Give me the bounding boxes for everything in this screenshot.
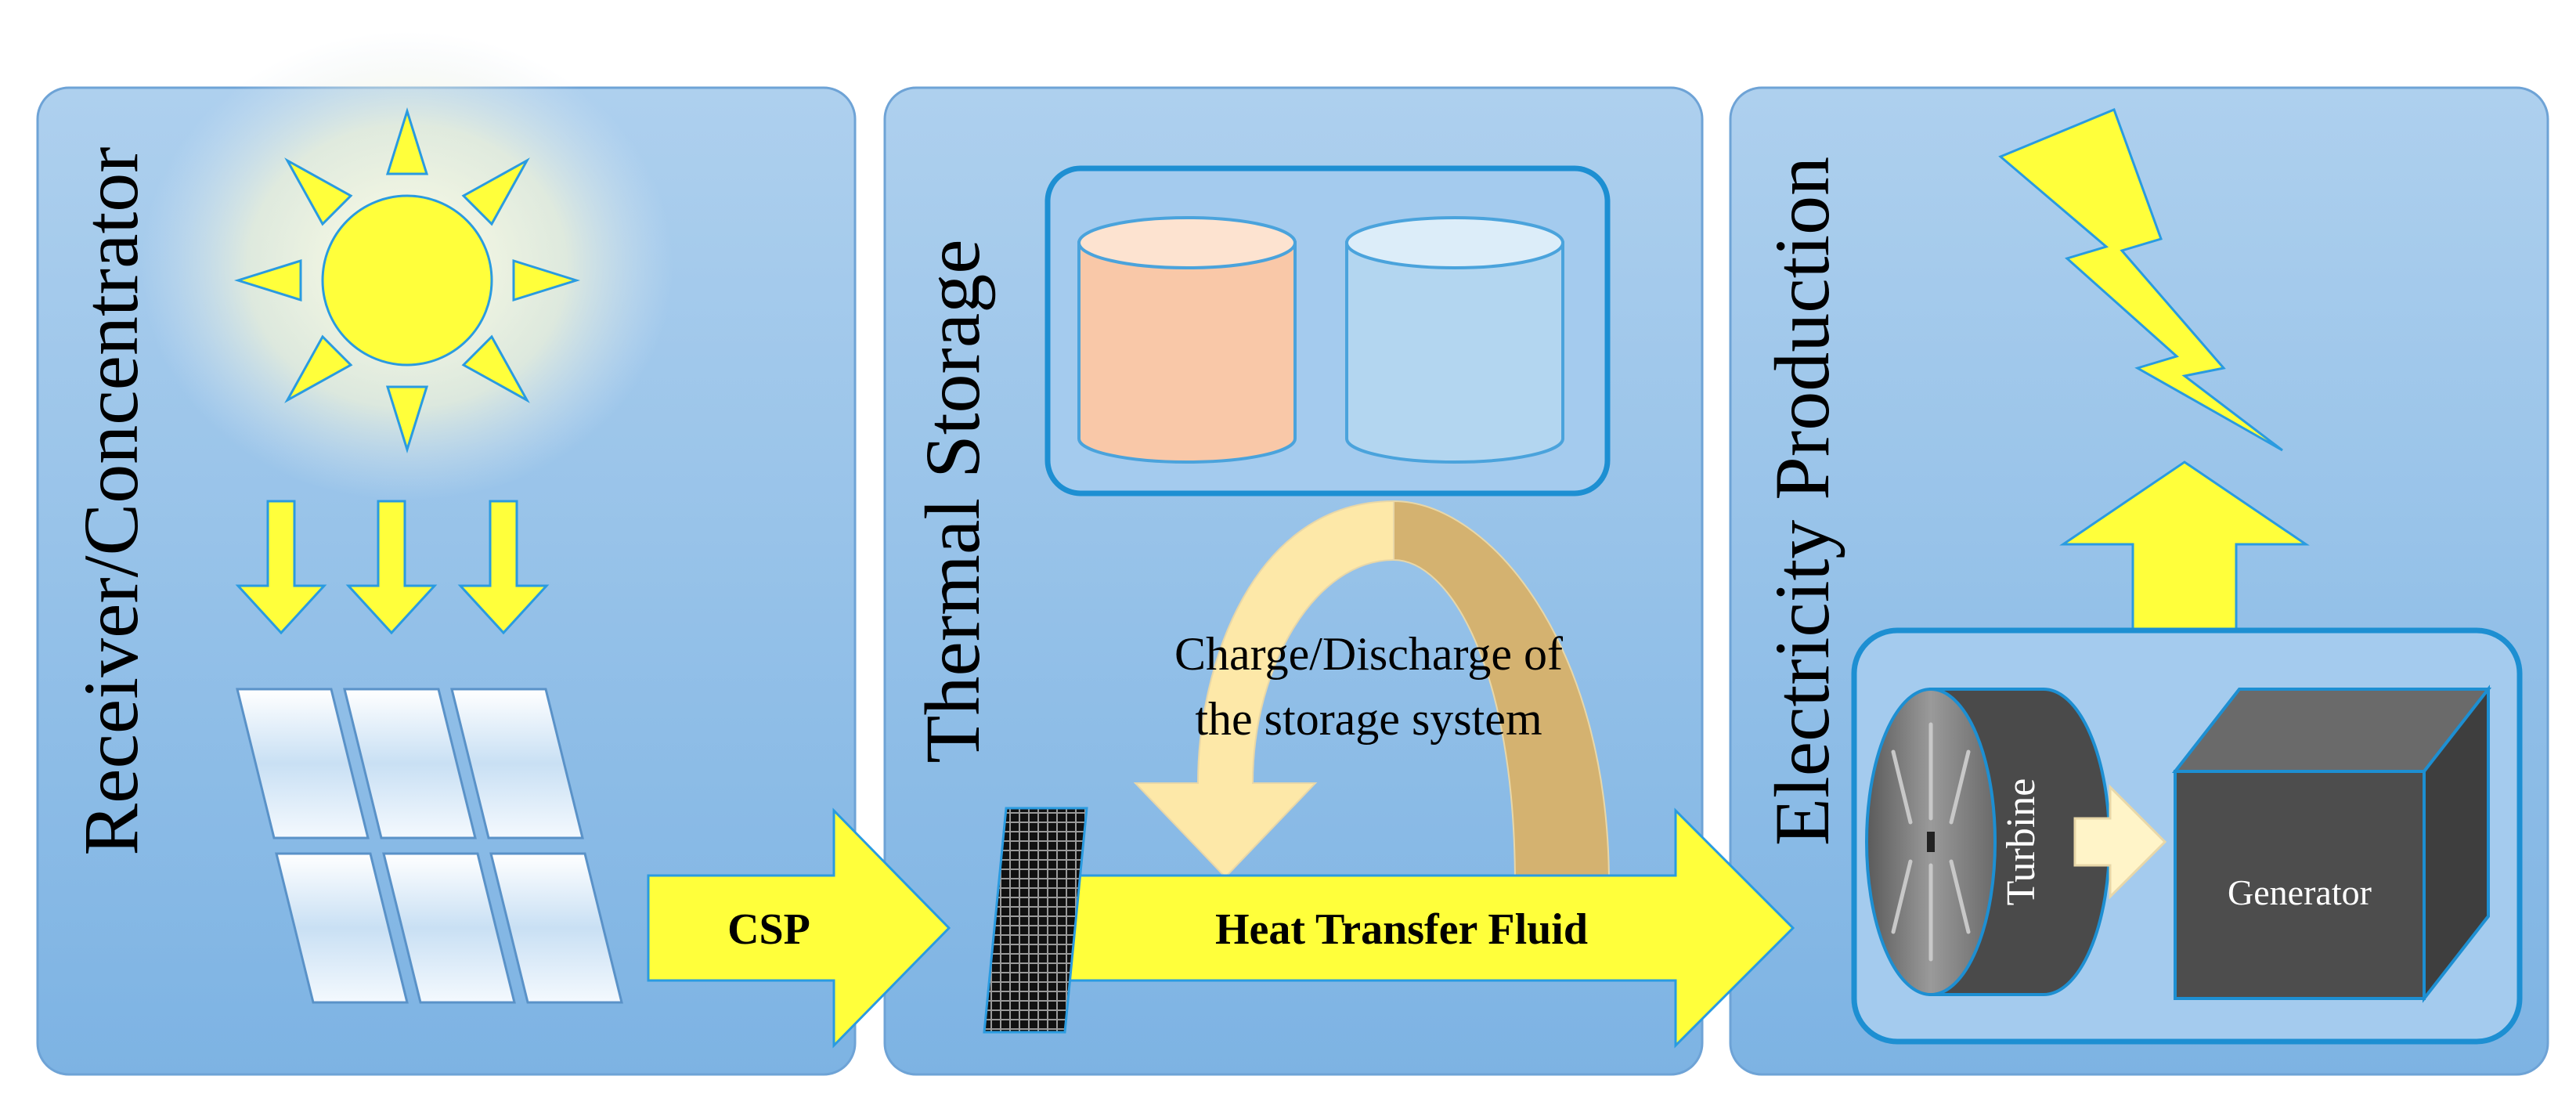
csp-arrow[interactable]: [647, 807, 951, 1049]
generator-label: Generator: [2228, 872, 2372, 912]
storage-panel-title: Thermal Storage: [909, 239, 996, 763]
generator-icon: [2171, 684, 2492, 1003]
electricity-panel-title: Electricity Production: [1759, 157, 1845, 846]
turbine-label: Turbine: [1999, 778, 2044, 906]
sun-icon: [233, 107, 581, 454]
sunlight-arrows: [235, 500, 550, 635]
lightning-bolt-icon: [1998, 108, 2283, 452]
charge-label-line1: Charge/Discharge of: [1174, 628, 1563, 680]
heat-transfer-fluid-arrow[interactable]: [1040, 807, 1795, 1049]
power-up-arrow: [2059, 460, 2310, 632]
turbine-to-generator-arrow: [2073, 784, 2167, 900]
turbine-icon: [1865, 688, 2112, 996]
hot-tank-icon: [1077, 216, 1297, 464]
heat-transfer-fluid-label: Heat Transfer Fluid: [1215, 905, 1588, 954]
receiver-panel-title: Receiver/Concentrator: [67, 146, 154, 855]
charge-label-line2: the storage system: [1195, 693, 1542, 745]
cold-tank-icon: [1345, 216, 1564, 464]
mirror-panel-icon: [236, 688, 623, 1004]
heat-exchanger-icon: [983, 807, 1088, 1034]
csp-label: CSP: [727, 905, 810, 954]
electricity-panel: Electricity Production Turbine: [1729, 86, 2549, 1076]
storage-panel: Thermal Storage Charge/Discharge of the …: [883, 86, 1704, 1076]
receiver-panel: Receiver/Concentrator: [36, 31, 857, 1076]
